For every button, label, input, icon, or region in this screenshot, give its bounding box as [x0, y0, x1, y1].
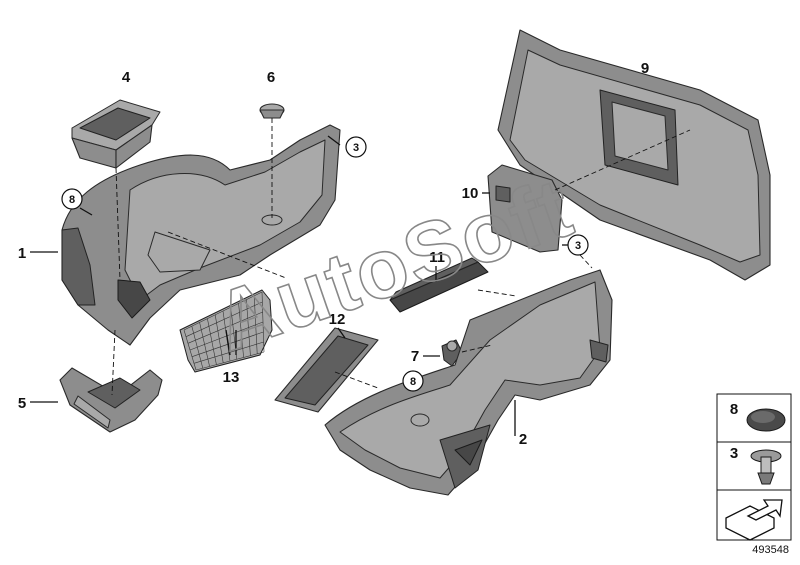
legend-clip-icon: [750, 449, 782, 485]
part-5-bracket: [59, 367, 163, 433]
callout-6: 6: [267, 69, 275, 86]
callout-3-right: 3: [575, 240, 581, 252]
part-4-storage-box: [71, 99, 161, 169]
part-10-side-cover: [487, 164, 563, 253]
callout-8-circle-left: 8: [61, 188, 83, 210]
callout-8-mid: 8: [410, 376, 416, 388]
arrow-icon: [725, 499, 783, 541]
callout-10: 10: [462, 185, 479, 202]
callout-3-circle-top: 3: [345, 136, 367, 158]
callout-8-circle-mid: 8: [402, 370, 424, 392]
callout-3-circle-right: 3: [567, 234, 589, 256]
legend-panel: 8 3: [716, 393, 792, 541]
leader-lines: [30, 135, 572, 436]
callout-7: 7: [411, 348, 419, 365]
legend-label-8: 8: [730, 401, 738, 418]
part-1-left-trim-panel: [61, 124, 341, 346]
callout-8-left: 8: [69, 194, 75, 206]
callout-5: 5: [18, 395, 26, 412]
legend-plug-icon: [746, 408, 786, 432]
part-6-plug: [259, 103, 285, 119]
callout-3-top: 3: [353, 142, 359, 154]
document-number: 493548: [752, 544, 789, 556]
part-11-mounting-strip: [389, 257, 489, 313]
part-9-rear-panel: [497, 29, 771, 281]
callouts: 4 6 1 5 13 12 11 7 10 9 2 8 8 3 3: [18, 60, 649, 448]
assembly-lines: [111, 118, 691, 396]
part-2-right-trim-panel: [324, 269, 613, 496]
legend-label-3: 3: [730, 445, 738, 462]
callout-13: 13: [223, 369, 240, 386]
callout-12: 12: [329, 311, 346, 328]
callout-4: 4: [122, 69, 131, 86]
callout-2: 2: [519, 431, 527, 448]
callout-1: 1: [18, 245, 26, 262]
callout-9: 9: [641, 60, 649, 77]
callout-11: 11: [429, 249, 445, 266]
part-12-cover-panel: [274, 327, 379, 413]
